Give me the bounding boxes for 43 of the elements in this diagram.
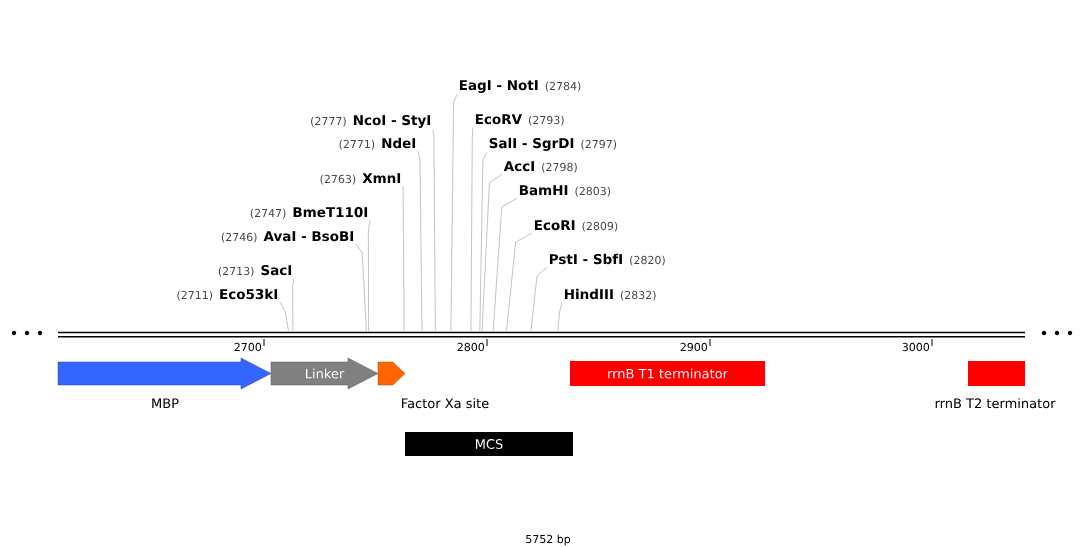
leader-line bbox=[417, 150, 423, 332]
leader-line bbox=[506, 232, 533, 332]
leader-line bbox=[557, 301, 563, 332]
leader-line bbox=[470, 126, 474, 332]
leader-line bbox=[450, 94, 458, 332]
leader-line bbox=[530, 266, 548, 332]
tick-label: 2900 bbox=[680, 342, 708, 352]
feature-label: rrnB T2 terminator bbox=[935, 398, 1056, 409]
enzyme-label: SalI - SgrDI (2797) bbox=[489, 137, 617, 151]
leader-line bbox=[492, 197, 518, 332]
enzyme-label: (2771) NdeI bbox=[339, 137, 416, 150]
enzyme-label: EcoRV (2793) bbox=[475, 114, 564, 126]
map-size-label: 5752 bp bbox=[526, 534, 571, 546]
leader-line bbox=[368, 219, 371, 332]
leader-line bbox=[479, 152, 488, 332]
leader-line bbox=[481, 173, 503, 332]
enzyme-label: (2746) AvaI - BsoBI bbox=[221, 231, 354, 243]
tick-label: 2700 bbox=[234, 342, 262, 352]
feature-box: MCS bbox=[405, 432, 573, 456]
enzyme-label: (2711) Eco53kI bbox=[177, 288, 278, 301]
enzyme-label: BamHI (2803) bbox=[519, 185, 611, 197]
enzyme-label: (2747) BmeT110I bbox=[250, 207, 368, 219]
gene-feature: Linker bbox=[270, 357, 379, 390]
leader-line bbox=[292, 277, 295, 332]
enzyme-label: (2713) SacI bbox=[218, 265, 292, 277]
enzyme-label: HindIII (2832) bbox=[564, 288, 656, 301]
enzyme-label: AccI (2798) bbox=[503, 161, 577, 173]
leader-line bbox=[402, 185, 405, 332]
sequence-backbone bbox=[57, 331, 1026, 338]
gene-feature bbox=[57, 357, 272, 390]
leader-line bbox=[432, 129, 436, 332]
feature-box: rrnB T1 terminator bbox=[570, 361, 765, 386]
feature-label: MBP bbox=[152, 398, 179, 408]
enzyme-label: EcoRI (2809) bbox=[534, 220, 618, 232]
gene-feature bbox=[377, 361, 406, 386]
leader-line bbox=[279, 301, 289, 332]
enzyme-label: EagI - NotI (2784) bbox=[459, 80, 581, 93]
enzyme-label: (2763) XmnI bbox=[320, 173, 401, 185]
feature-box bbox=[968, 361, 1025, 386]
feature-label: Factor Xa site bbox=[402, 398, 489, 409]
leader-line bbox=[355, 243, 367, 332]
enzyme-label: (2777) NcoI - StyI bbox=[311, 115, 431, 128]
enzyme-label: PstI - SbfI (2820) bbox=[549, 253, 665, 266]
